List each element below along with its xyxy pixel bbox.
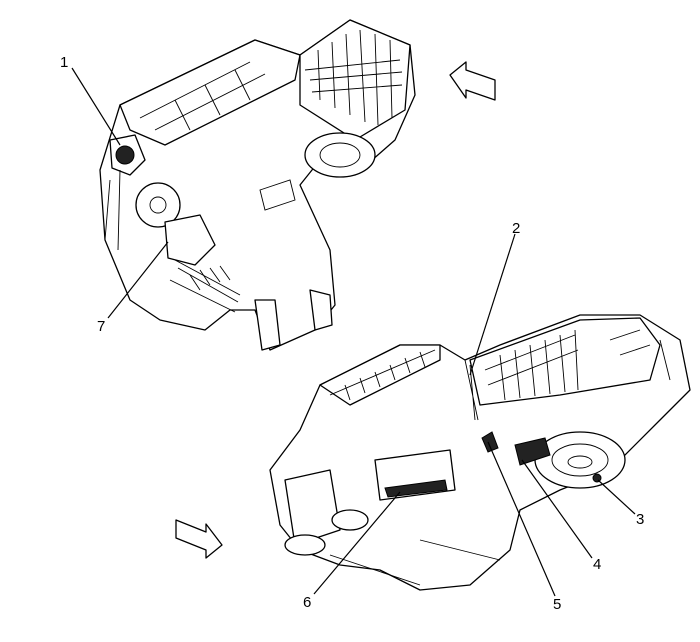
- callout-7: 7: [97, 318, 105, 335]
- direction-arrow-lower: [175, 519, 223, 559]
- callout-4: 4: [593, 556, 601, 573]
- callout-3: 3: [636, 511, 644, 528]
- callout-leaders: [71, 67, 636, 597]
- hollow-arrow-down-right-icon: [175, 519, 223, 559]
- hollow-arrow-up-left-icon: [449, 61, 496, 101]
- upper-hvac-module: [99, 19, 416, 351]
- direction-arrow-upper: [449, 61, 496, 101]
- callout-5: 5: [553, 596, 561, 613]
- callout-6: 6: [303, 594, 311, 611]
- callout-2: 2: [512, 220, 520, 237]
- callout-1: 1: [60, 54, 68, 71]
- lower-hvac-module: [269, 314, 691, 591]
